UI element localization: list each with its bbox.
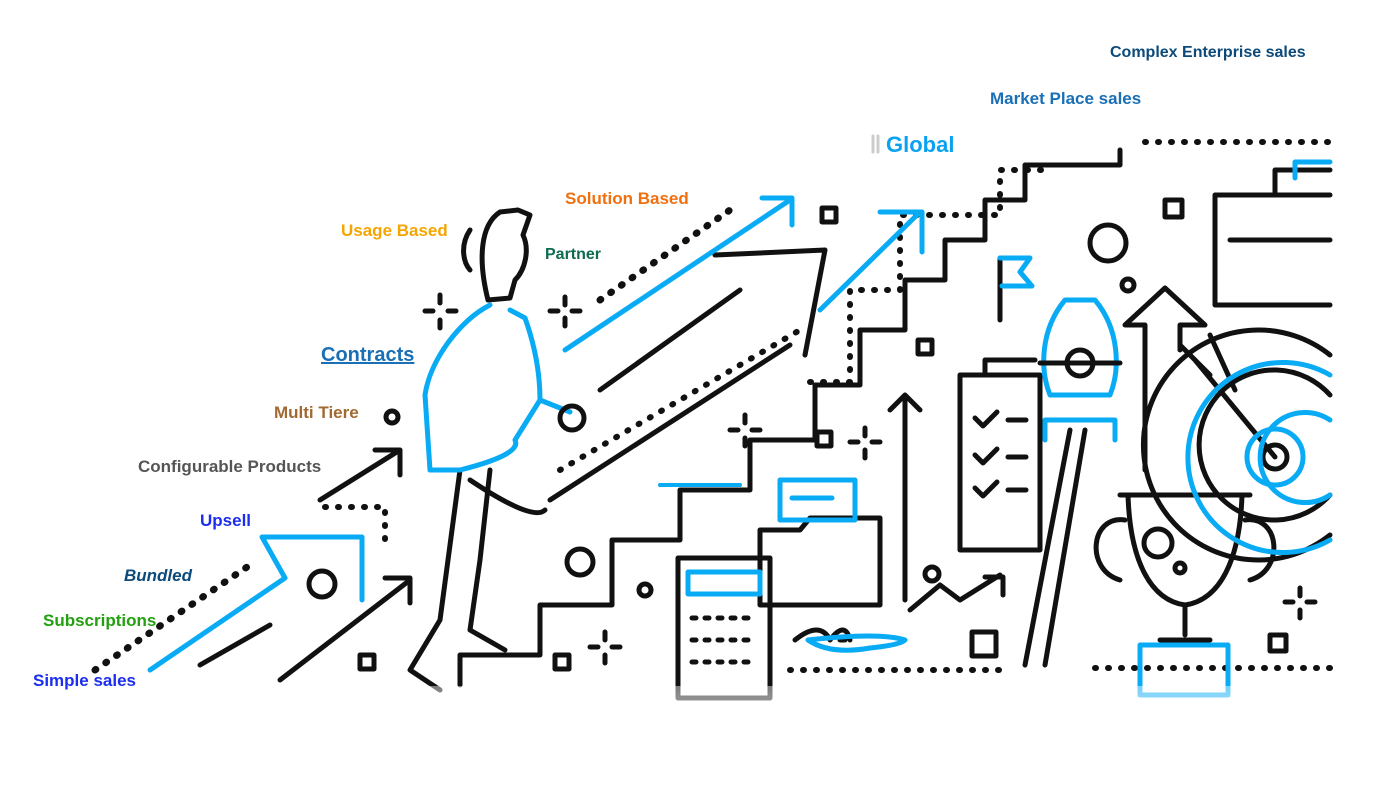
label-complex-enterprise-sales: Complex Enterprise sales [1110,44,1306,61]
label-contracts: Contracts [321,344,415,366]
label-usage-based: Usage Based [341,221,448,240]
label-simple-sales: Simple sales [33,671,137,690]
label-solution-based: Solution Based [565,189,689,208]
label-configurable-products: Configurable Products [138,457,322,476]
reflection-fade [0,686,1377,788]
label-multi-tiere: Multi Tiere [274,403,359,422]
label-subscriptions: Subscriptions [43,611,157,630]
label-upsell: Upsell [200,511,252,530]
arrow-small [317,447,403,503]
person [479,207,533,303]
staircase [457,147,1123,688]
label-global: Global [886,132,955,157]
label-bundled: Bundled [124,566,192,585]
blue-upsell-arrow [147,534,365,673]
label-partner: Partner [545,246,602,263]
label-market-place-sales: Market Place sales [990,89,1142,108]
